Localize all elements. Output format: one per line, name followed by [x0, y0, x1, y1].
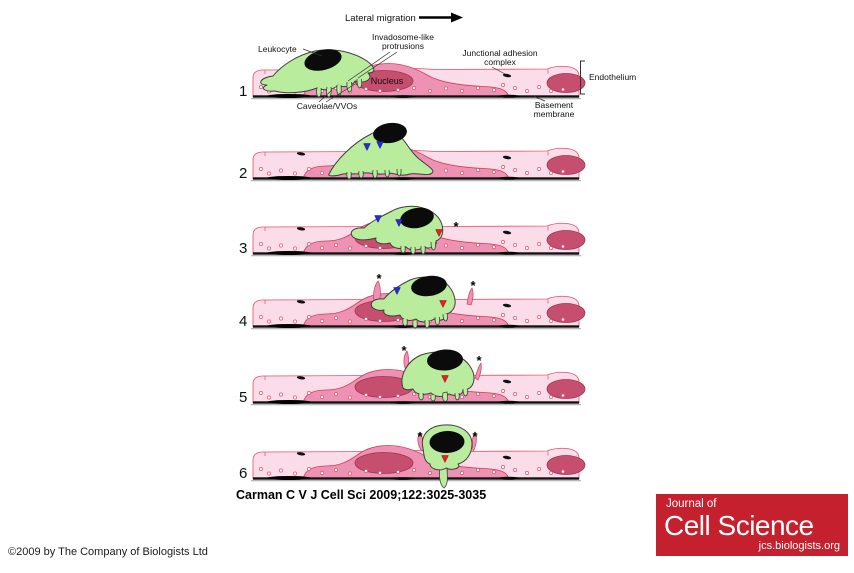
migration-diagram: Lateral migration 1 Nucleus Leukoc: [239, 12, 636, 489]
asterisk-marker: *: [470, 278, 476, 293]
leukocyte-nucleus: [429, 430, 465, 454]
basement-label-line2: membrane: [534, 109, 575, 119]
panel-number: 2: [239, 165, 247, 182]
endothelial-nucleus-label: Nucleus: [371, 76, 404, 86]
asterisk-marker: *: [417, 429, 423, 444]
leukocyte: [421, 424, 473, 489]
panel-number: 4: [239, 313, 247, 330]
panel-5: 5 * *: [239, 343, 586, 406]
endothelium-bracket: [580, 60, 585, 95]
leukocyte: [328, 122, 434, 180]
leukocyte-nucleus: [427, 349, 463, 371]
panel-3: 3 *: [239, 205, 586, 257]
caveolae-label: Caveolae/VVOs: [297, 101, 357, 111]
asterisk-marker: *: [453, 219, 459, 234]
panel-4: 4 * *: [239, 271, 586, 330]
leukocyte: [401, 349, 475, 402]
invadosome-label-line2: protrusions: [382, 41, 424, 51]
leukocyte-nucleus: [304, 49, 342, 71]
panel-1: 1 Nucleus: [239, 49, 586, 100]
panel-number: 6: [239, 465, 247, 482]
panel-2: 2: [239, 122, 586, 182]
logo-url: jcs.biologists.org: [758, 540, 840, 552]
panel-6: 6 * *: [239, 424, 586, 489]
copyright-notice: ©2009 by The Company of Biologists Ltd: [8, 546, 208, 558]
basement-label-line1: Basement: [535, 100, 574, 110]
endothelial-projection: [466, 287, 474, 306]
logo-journal-of: Journal of: [666, 498, 717, 510]
junctional-label-line2: complex: [484, 57, 516, 67]
panel-number: 5: [239, 389, 247, 406]
asterisk-marker: *: [472, 429, 478, 444]
asterisk-marker: *: [401, 343, 407, 358]
asterisk-marker: *: [376, 271, 382, 286]
invadosome-stalk: [442, 391, 449, 402]
invadosome-label-line1: Invadosome-like: [372, 32, 434, 42]
invadosome-stalk: [439, 466, 448, 489]
leukocyte-label: Leukocyte: [258, 44, 297, 54]
leukocyte-nucleus: [373, 122, 407, 144]
leukocyte-nucleus: [411, 275, 447, 297]
right-arrow-icon: [419, 12, 463, 23]
leukocyte: [370, 275, 456, 329]
junctional-label-line1: Junctional adhesion: [462, 48, 537, 58]
panel-number: 3: [239, 240, 247, 257]
endothelium-label: Endothelium: [589, 72, 636, 82]
leukocyte: [350, 205, 444, 255]
logo-cell-science: Cell Science: [664, 510, 814, 541]
leukocyte-nucleus: [400, 207, 434, 229]
panel-1-callouts: Leukocyte Invadosome-like protrusions Ju…: [258, 32, 636, 119]
leukocyte: [260, 49, 375, 98]
lateral-migration-header: Lateral migration: [345, 12, 463, 24]
endothelial-projection: [472, 431, 477, 452]
panel-number: 1: [239, 83, 247, 100]
citation: Carman C V J Cell Sci 2009;122:3025-3035: [236, 488, 487, 502]
journal-logo: Journal of Cell Science jcs.biologists.o…: [656, 494, 848, 556]
asterisk-marker: *: [476, 353, 482, 368]
lateral-migration-label: Lateral migration: [345, 13, 416, 24]
endothelial-projection: [474, 362, 482, 381]
